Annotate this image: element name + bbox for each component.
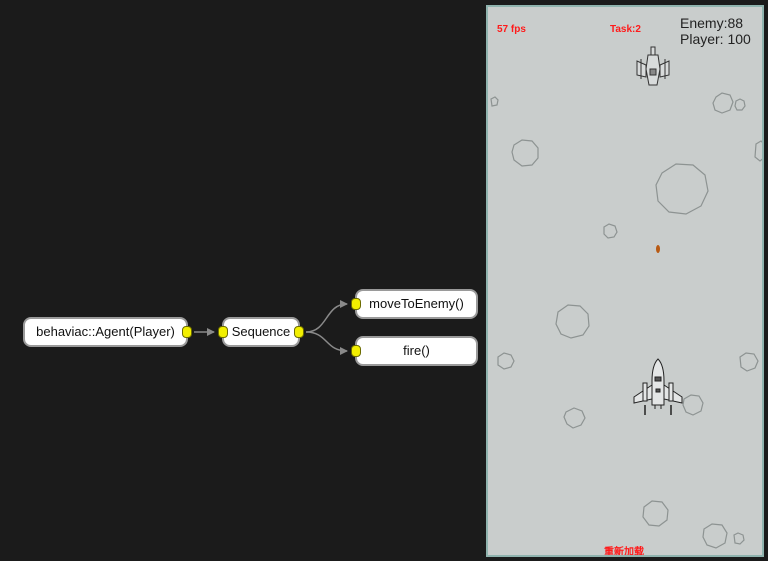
node-sequence-label: Sequence <box>231 324 291 339</box>
input-port[interactable] <box>351 298 361 310</box>
node-agent-player[interactable]: behaviac::Agent(Player) <box>23 317 192 347</box>
asteroid-icon <box>490 96 499 107</box>
task-counter: Task:2 <box>610 24 641 35</box>
player-hp: Player: 100 <box>680 31 751 47</box>
tree-connections <box>194 300 348 355</box>
node-move-label: moveToEnemy() <box>369 296 464 311</box>
game-scene <box>490 46 762 549</box>
enemy-ship-icon <box>636 46 670 86</box>
game-canvas[interactable]: 57 fps Task:2 Enemy:88 Player: 100 重新加载 <box>486 5 764 557</box>
output-port[interactable] <box>294 326 304 338</box>
asteroid-icon <box>603 223 618 239</box>
bullet-icon <box>656 245 660 253</box>
asteroid-icon <box>655 163 709 215</box>
behavior-tree-panel: behaviac::Agent(Player) Sequence moveToE… <box>23 289 478 366</box>
asteroid-icon <box>733 532 745 545</box>
asteroid-icon <box>734 98 746 111</box>
asteroid-icon <box>702 523 728 549</box>
input-port[interactable] <box>351 345 361 357</box>
reload-button[interactable]: 重新加载 <box>604 547 644 557</box>
player-ship-icon <box>633 358 683 415</box>
input-port[interactable] <box>218 326 228 338</box>
asteroid-icon <box>511 139 539 167</box>
asteroid-icon <box>497 352 515 370</box>
asteroid-icon <box>739 352 759 372</box>
enemy-hp: Enemy:88 <box>680 15 744 31</box>
fps-counter: 57 fps <box>497 24 526 35</box>
asteroid-icon <box>754 140 762 162</box>
node-move-to-enemy[interactable]: moveToEnemy() <box>351 289 478 319</box>
node-fire-label: fire() <box>403 343 430 358</box>
asteroid-icon <box>682 394 704 416</box>
output-port[interactable] <box>182 326 192 338</box>
link-sequence-to-move <box>305 300 348 333</box>
asteroid-field <box>490 92 762 549</box>
link-sequence-to-fire <box>305 331 348 355</box>
asteroid-icon <box>712 92 734 114</box>
asteroid-icon <box>563 407 586 429</box>
node-agent-label: behaviac::Agent(Player) <box>36 324 175 339</box>
node-fire[interactable]: fire() <box>351 336 478 366</box>
node-sequence[interactable]: Sequence <box>218 317 304 347</box>
asteroid-icon <box>555 304 590 339</box>
asteroid-icon <box>642 500 669 527</box>
